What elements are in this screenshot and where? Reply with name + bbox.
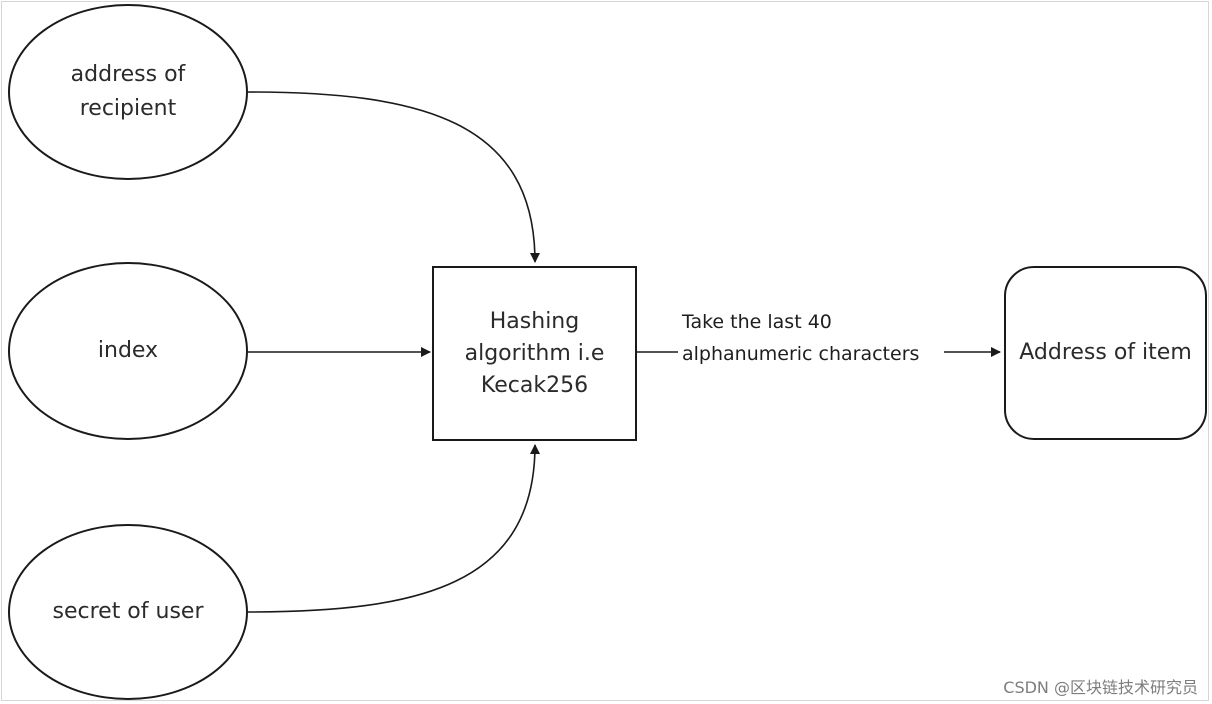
node-address-of-recipient: address of recipient xyxy=(8,4,248,180)
edge-label-take-last-40: Take the last 40 alphanumeric characters xyxy=(682,311,920,365)
node-label-address-of-recipient: address of recipient xyxy=(70,62,186,121)
node-address-of-item: Address of item xyxy=(1004,266,1207,440)
node-index: index xyxy=(8,262,248,440)
node-label-secret-of-user: secret of user xyxy=(52,599,204,624)
node-label-address-of-item: Address of item xyxy=(1019,340,1192,365)
node-label-hashing-algorithm: Hashing algorithm i.e Kecak256 xyxy=(464,308,605,398)
connector-recipient-to-hashing xyxy=(247,91,540,263)
node-secret-of-user: secret of user xyxy=(8,524,248,700)
node-hashing-algorithm: Hashing algorithm i.e Kecak256 xyxy=(432,266,637,441)
connector-secret-to-hashing xyxy=(247,444,540,613)
node-label-index: index xyxy=(97,338,159,363)
watermark-text: CSDN @区块链技术研究员 xyxy=(1003,678,1198,697)
